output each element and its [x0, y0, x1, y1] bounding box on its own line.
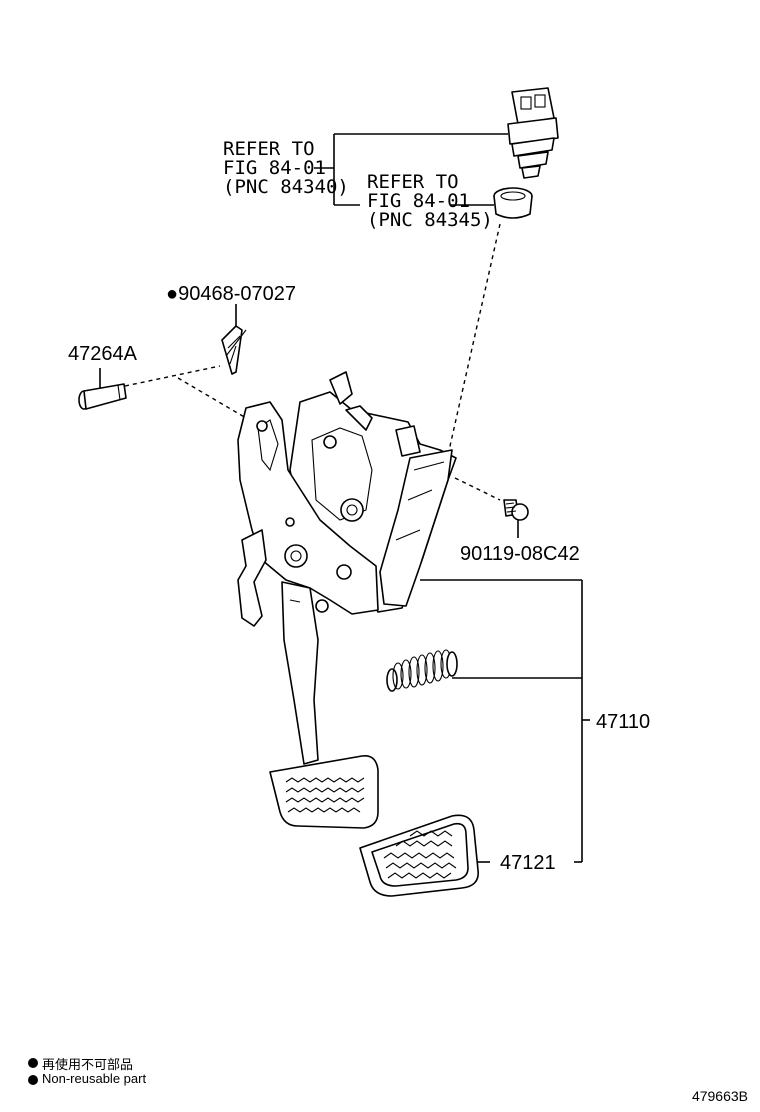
- pin-part[interactable]: [78, 383, 127, 410]
- part-number-pedal-pad[interactable]: 47121: [500, 852, 556, 874]
- stop-lamp-switch[interactable]: [507, 87, 559, 179]
- legend-dot-icon: [28, 1075, 38, 1085]
- ref-switch-line3: (PNC 84340): [223, 176, 349, 198]
- pedal-bracket[interactable]: [237, 371, 457, 627]
- assembly-bracket-lines: [420, 579, 590, 863]
- legend-dot-icon: [28, 1058, 38, 1068]
- pedal-pad-installed[interactable]: [269, 754, 379, 829]
- ref-cushion-line1: REFER TO: [367, 171, 459, 193]
- ref-cushion-line3: (PNC 84345): [367, 209, 493, 231]
- legend-item-en: Non-reusable part: [42, 1071, 147, 1086]
- cushion-part[interactable]: [493, 187, 533, 219]
- ref-switch-line2: FIG 84-01: [223, 157, 326, 179]
- part-number-bolt[interactable]: 90119-08C42: [460, 543, 580, 565]
- pedal-pad-part[interactable]: [359, 814, 479, 897]
- part-number-pedal-assembly[interactable]: 47110: [596, 711, 650, 733]
- pedal-lever[interactable]: [281, 581, 319, 765]
- bolt-part[interactable]: [503, 499, 529, 521]
- assembly-dashed-lines: [124, 223, 501, 501]
- clip-part[interactable]: [221, 325, 247, 375]
- part-number-clip[interactable]: ●90468-07027: [166, 283, 296, 305]
- reference-bracket: [314, 133, 508, 206]
- ref-switch-line1: REFER TO: [223, 138, 315, 160]
- part-number-pin[interactable]: 47264A: [68, 343, 138, 365]
- return-spring[interactable]: [386, 649, 458, 692]
- legend-item-zh: 再使用不可部品: [42, 1057, 134, 1072]
- diagram-id: 479663B: [691, 1088, 748, 1104]
- ref-cushion-line2: FIG 84-01: [367, 190, 470, 212]
